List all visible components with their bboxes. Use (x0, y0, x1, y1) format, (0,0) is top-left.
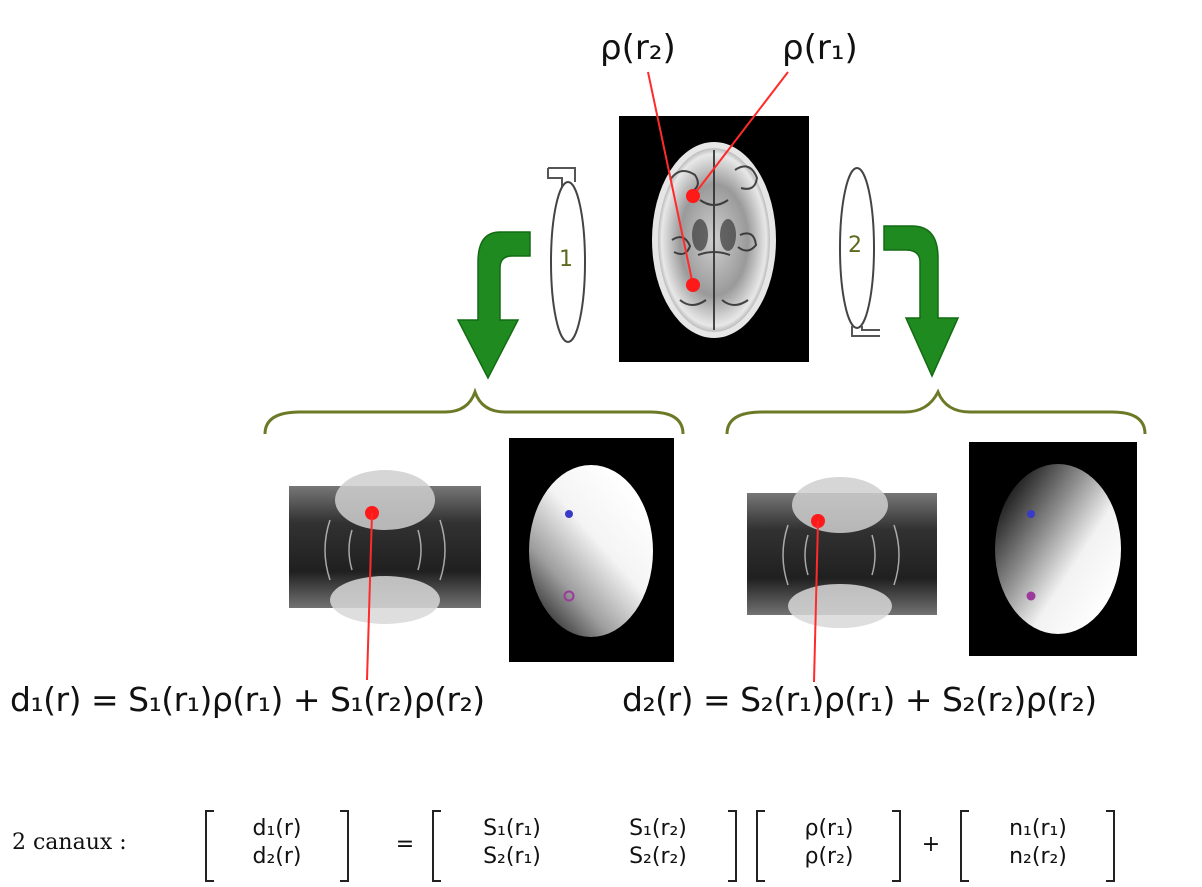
lhs-d1: d₁(r) (252, 816, 302, 841)
label-rho-r2: ρ(r₂) (600, 28, 676, 68)
equation-d2: d₂(r) = S₂(r₁)ρ(r₁) + S₂(r₂)ρ(r₂) (622, 680, 1097, 719)
coronal-slice-right (747, 477, 937, 628)
bracket-left (432, 810, 441, 882)
noise-2: n₂(r₂) (1009, 844, 1067, 869)
leader-line-slice-right (813, 520, 819, 683)
green-arrow-right (883, 225, 960, 378)
matrix-equation: 2 canaux : d₁(r) d₂(r) = S₁(r₁) S₁(r₂) S… (12, 810, 1192, 882)
leader-line-slice-left (366, 512, 373, 681)
point-r1-marker (686, 189, 700, 203)
s21: S₂(r₁) (483, 844, 541, 869)
equation-d1: d₁(r) = S₁(r₁)ρ(r₁) + S₁(r₂)ρ(r₂) (10, 680, 485, 719)
coil-2-label: 2 (848, 233, 862, 258)
bracket-right (1106, 810, 1115, 882)
sens2-blue-point (1027, 510, 1035, 518)
matrix-label: 2 canaux : (12, 830, 127, 855)
s12: S₁(r₂) (629, 816, 687, 841)
leader-line-r2 (647, 71, 694, 286)
sens1-purple-point (563, 590, 575, 602)
sens1-blue-point (565, 510, 573, 518)
s11: S₁(r₁) (483, 816, 541, 841)
bracket-left (205, 810, 214, 882)
sens2-purple-point (1026, 591, 1036, 601)
s22: S₂(r₂) (629, 844, 687, 869)
point-r2-marker (686, 278, 700, 292)
bracket-left (756, 810, 765, 882)
coronal-slice-left (289, 470, 481, 624)
brace-left (263, 387, 685, 435)
green-arrow-left (456, 231, 531, 380)
bracket-right (892, 810, 901, 882)
lhs-d2: d₂(r) (252, 844, 302, 869)
rho-1: ρ(r₁) (804, 816, 854, 841)
equals-sign: = (395, 832, 415, 857)
plus-sign: + (921, 832, 941, 857)
sensitivity-map-coil-2 (969, 442, 1137, 656)
coil-1-label: 1 (559, 247, 573, 272)
leader-line-r1 (692, 71, 789, 197)
bracket-right (340, 810, 349, 882)
rho-2: ρ(r₂) (804, 844, 854, 869)
brace-right (725, 388, 1147, 435)
bracket-right (728, 810, 737, 882)
label-rho-r1: ρ(r₁) (782, 28, 858, 68)
coil-2-icon (839, 167, 880, 337)
bracket-left (960, 810, 969, 882)
noise-1: n₁(r₁) (1009, 816, 1067, 841)
coil-1-icon (547, 167, 586, 343)
brain-axial-image (619, 116, 809, 362)
sensitivity-map-coil-1 (509, 438, 674, 662)
